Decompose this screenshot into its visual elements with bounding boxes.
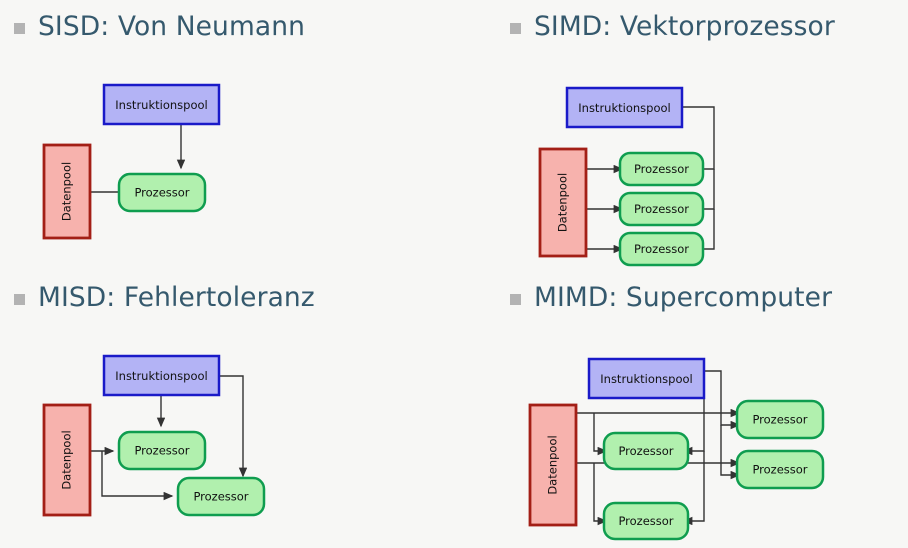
quadrant-simd: SIMD: Vektorprozessor xyxy=(454,0,908,270)
bullet-square-icon xyxy=(14,293,25,305)
heading-misd: MISD: Fehlertoleranz xyxy=(14,282,315,313)
node-prozessor-3: Prozessor xyxy=(602,501,690,541)
diagram-misd: Instruktionspool Datenpool Prozessor Pro… xyxy=(20,333,280,533)
node-datenpool: Datenpool xyxy=(528,403,578,527)
heading-simd: SIMD: Vektorprozessor xyxy=(510,11,835,42)
bullet-square-icon xyxy=(14,22,25,34)
node-instruktionspool: Instruktionspool xyxy=(587,357,706,400)
node-datenpool: Datenpool xyxy=(42,403,92,517)
arrow-instruction-to-processor-2 xyxy=(219,375,248,478)
heading-sisd: SISD: Von Neumann xyxy=(14,11,305,42)
bullet-square-icon xyxy=(510,22,521,34)
node-label: Prozessor xyxy=(634,242,689,256)
node-label: Prozessor xyxy=(618,444,673,458)
node-prozessor-2: Prozessor xyxy=(618,191,705,227)
quadrant-sisd: SISD: Von Neumann Instruktionspool xyxy=(0,0,454,270)
quadrant-mimd: MIMD: Supercomputer xyxy=(454,271,908,541)
node-label: Instruktionspool xyxy=(578,101,670,115)
diagram-mimd: Instruktionspool Datenpool Prozessor Pro… xyxy=(524,333,844,548)
node-instruktionspool: Instruktionspool xyxy=(102,354,221,397)
node-label: Instruktionspool xyxy=(115,98,207,112)
node-prozessor-3: Prozessor xyxy=(618,231,705,267)
node-prozessor-1: Prozessor xyxy=(618,151,705,187)
arrow-data-to-processor-l2 xyxy=(593,463,608,526)
node-prozessor-2: Prozessor xyxy=(735,399,825,440)
node-label: Prozessor xyxy=(134,186,189,200)
heading-mimd-text: MIMD: Supercomputer xyxy=(534,282,833,313)
diagram-simd: Instruktionspool Datenpool Prozessor Pro… xyxy=(534,62,784,272)
node-prozessor-1: Prozessor xyxy=(602,431,690,471)
diagram-sisd: Instruktionspool Datenpool Prozessor xyxy=(20,62,250,252)
node-label: Prozessor xyxy=(634,162,689,176)
node-prozessor-1: Prozessor xyxy=(117,430,207,471)
node-label: Datenpool xyxy=(60,430,74,489)
node-label: Instruktionspool xyxy=(600,372,692,386)
quadrant-misd: MISD: Fehlertoleranz xyxy=(0,271,454,541)
node-label: Prozessor xyxy=(752,463,807,477)
arrow-data-to-processor-l1 xyxy=(593,413,608,456)
node-instruktionspool: Instruktionspool xyxy=(565,86,684,129)
bullet-square-icon xyxy=(510,293,521,305)
node-instruktionspool: Instruktionspool xyxy=(102,83,221,126)
node-prozessor-4: Prozessor xyxy=(735,449,825,490)
node-label: Datenpool xyxy=(546,435,560,494)
node-label: Datenpool xyxy=(556,173,570,232)
node-label: Prozessor xyxy=(752,413,807,427)
node-prozessor-2: Prozessor xyxy=(176,476,266,517)
node-label: Instruktionspool xyxy=(115,369,207,383)
arrow-instruction-to-processor-r1 xyxy=(704,370,741,430)
arrow-data-to-processor-2 xyxy=(101,451,174,501)
node-label: Prozessor xyxy=(634,202,689,216)
node-datenpool: Datenpool xyxy=(42,143,92,240)
heading-simd-text: SIMD: Vektorprozessor xyxy=(534,11,835,42)
node-datenpool: Datenpool xyxy=(538,147,588,258)
heading-misd-text: MISD: Fehlertoleranz xyxy=(38,282,315,313)
heading-mimd: MIMD: Supercomputer xyxy=(510,282,833,313)
arrow-instruction-to-processor-l2 xyxy=(682,451,705,526)
node-prozessor-1: Prozessor xyxy=(117,172,207,213)
node-label: Prozessor xyxy=(134,444,189,458)
heading-sisd-text: SISD: Von Neumann xyxy=(38,11,305,42)
node-label: Prozessor xyxy=(618,514,673,528)
node-label: Prozessor xyxy=(193,490,248,504)
node-label: Datenpool xyxy=(60,162,74,221)
arrow-instruction-to-processor-r2 xyxy=(720,425,741,480)
